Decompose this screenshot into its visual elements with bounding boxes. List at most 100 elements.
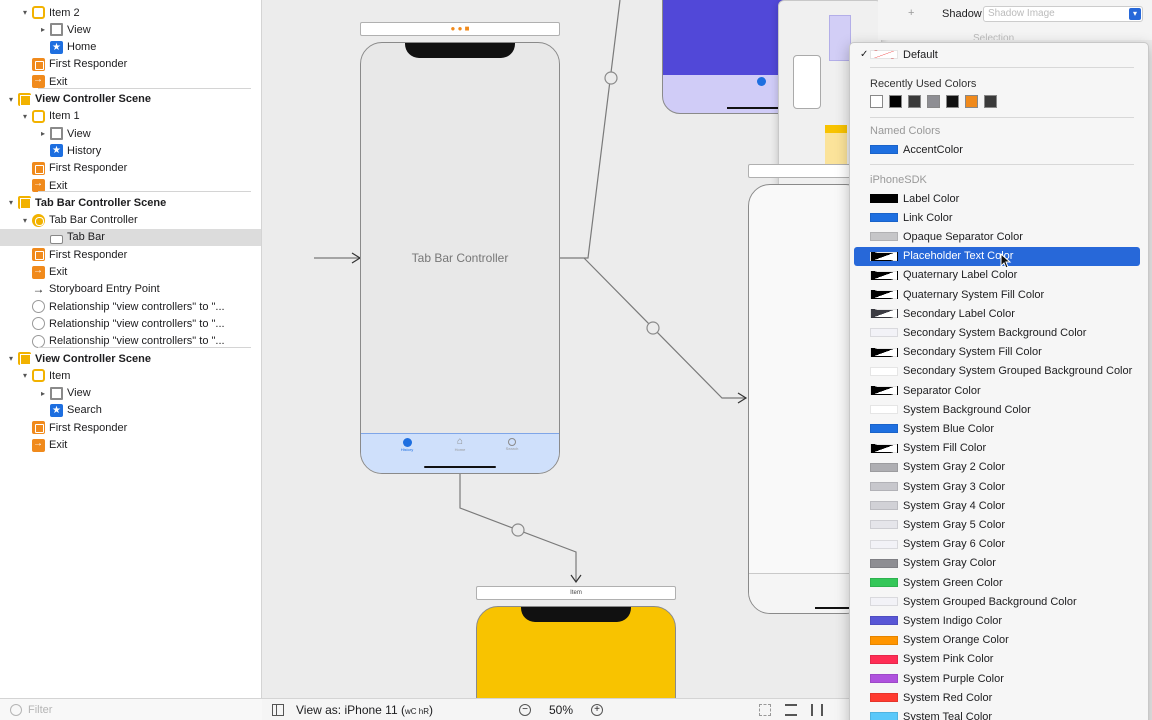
menu-item-sdk-color[interactable]: Placeholder Text Color <box>854 246 1140 266</box>
menu-item-sdk-color[interactable]: System Gray 6 Color <box>854 535 1140 554</box>
tab-home[interactable]: ⌂ Home <box>450 437 470 453</box>
color-picker-menu[interactable]: ✓ Default Recently Used Colors Named Col… <box>849 42 1149 720</box>
zoom-out-icon[interactable]: − <box>518 703 531 716</box>
outline-row[interactable]: ▾Item <box>0 367 261 384</box>
outline-row[interactable]: First Responder <box>0 246 261 263</box>
menu-item-sdk-color[interactable]: System Blue Color <box>854 419 1140 438</box>
recent-color-swatch[interactable] <box>946 95 959 108</box>
menu-item-sdk-color[interactable]: System Purple Color <box>854 669 1140 688</box>
outline-row[interactable]: ▾Item 1 <box>0 108 261 125</box>
menu-item-sdk-color[interactable]: Label Color <box>854 189 1140 208</box>
menu-item-sdk-color[interactable]: System Fill Color <box>854 439 1140 458</box>
item-scene-title-bar[interactable]: Item <box>476 586 676 600</box>
outline-row[interactable]: ★Home <box>0 39 261 56</box>
outline-row[interactable]: First Responder <box>0 56 261 73</box>
menu-item-sdk-color[interactable]: System Pink Color <box>854 650 1140 669</box>
disclosure-right-icon[interactable]: ▸ <box>40 129 45 139</box>
outline-row[interactable]: ▸View <box>0 385 261 402</box>
outline-row[interactable]: Exit <box>0 264 261 281</box>
disclosure-down-icon[interactable]: ▾ <box>22 371 27 381</box>
tab-bar[interactable]: History ⌂ Home Search <box>361 433 559 473</box>
menu-item-sdk-color[interactable]: Secondary System Grouped Background Colo… <box>854 362 1140 381</box>
toggle-outline-icon[interactable] <box>272 703 284 716</box>
outline-row[interactable]: ★History <box>0 142 261 159</box>
outline-row[interactable]: ▸View <box>0 21 261 38</box>
menu-item-sdk-color[interactable]: System Green Color <box>854 573 1140 592</box>
search-scene-phone[interactable] <box>748 184 868 614</box>
menu-item-sdk-color[interactable]: System Red Color <box>854 688 1140 707</box>
view-as-button[interactable]: View as: iPhone 11 (wC hR) <box>296 703 433 717</box>
disclosure-right-icon[interactable]: ▸ <box>40 25 45 35</box>
menu-item-sdk-color[interactable]: Quaternary System Fill Color <box>854 285 1140 304</box>
segue-icon[interactable] <box>604 71 618 85</box>
outline-row[interactable]: Exit <box>0 73 261 90</box>
menu-item-sdk-color[interactable]: Separator Color <box>854 381 1140 400</box>
outline-row[interactable]: ▾Tab Bar Controller Scene <box>0 194 261 211</box>
menu-item-sdk-color[interactable]: System Gray 4 Color <box>854 496 1140 515</box>
disclosure-down-icon[interactable]: ▾ <box>22 111 27 121</box>
outline-row[interactable]: Relationship "view controllers" to "... <box>0 298 261 315</box>
disclosure-down-icon[interactable]: ▾ <box>8 198 13 208</box>
outline-row[interactable]: ▾View Controller Scene <box>0 91 261 108</box>
menu-item-sdk-color[interactable]: System Gray 2 Color <box>854 458 1140 477</box>
outline-row[interactable]: Exit <box>0 437 261 454</box>
disclosure-down-icon[interactable]: ▾ <box>8 354 13 363</box>
shadow-image-field[interactable]: Shadow Image ▾ <box>983 6 1143 22</box>
segue-icon[interactable] <box>511 523 525 537</box>
menu-item-default[interactable]: ✓ Default <box>854 45 1140 64</box>
menu-item-sdk-color[interactable]: Quaternary Label Color <box>854 266 1140 285</box>
disclosure-down-icon[interactable]: ▾ <box>22 8 27 17</box>
tab-history[interactable]: History <box>397 438 417 452</box>
outline-row[interactable]: Relationship "view controllers" to "... <box>0 315 261 332</box>
filter-input[interactable]: Filter <box>28 703 53 716</box>
menu-item-sdk-color[interactable]: System Gray 5 Color <box>854 515 1140 534</box>
menu-item-sdk-color[interactable]: System Gray 3 Color <box>854 477 1140 496</box>
outline-row[interactable]: ▾Item 2 <box>0 4 261 21</box>
outline-row[interactable]: First Responder <box>0 419 261 436</box>
outline-row[interactable]: ★Search <box>0 402 261 419</box>
outline-row[interactable]: ▸View <box>0 125 261 142</box>
menu-item-sdk-color[interactable]: System Grouped Background Color <box>854 592 1140 611</box>
tab-bar-controller-title-bar[interactable]: ● ● ■ <box>360 22 560 36</box>
outline-row[interactable]: ▾View Controller Scene <box>0 350 261 367</box>
scene-dock-icons[interactable]: ● ● ■ <box>450 24 470 33</box>
menu-item-sdk-color[interactable]: Secondary System Fill Color <box>854 343 1140 362</box>
menu-item-sdk-color[interactable]: System Gray Color <box>854 554 1140 573</box>
tab-bar-controller-phone[interactable]: Tab Bar Controller History ⌂ Home Search <box>360 42 560 474</box>
recent-color-swatch[interactable] <box>927 95 940 108</box>
filter-bar[interactable]: Filter <box>0 698 262 720</box>
outline-row[interactable]: ▾Tab Bar Controller <box>0 212 261 229</box>
menu-item-sdk-color[interactable]: System Background Color <box>854 400 1140 419</box>
menu-item-sdk-color[interactable]: Secondary Label Color <box>854 304 1140 323</box>
recent-color-swatch[interactable] <box>908 95 921 108</box>
add-variation-icon[interactable]: + <box>908 7 915 19</box>
menu-item-sdk-color[interactable]: System Orange Color <box>854 631 1140 650</box>
recent-color-swatch[interactable] <box>889 95 902 108</box>
menu-item-named-color[interactable]: AccentColor <box>854 140 1140 159</box>
segue-icon[interactable] <box>646 321 660 335</box>
outline-row[interactable]: →Storyboard Entry Point <box>0 281 261 298</box>
menu-item-sdk-color[interactable]: Opaque Separator Color <box>854 227 1140 246</box>
chevron-down-icon[interactable]: ▾ <box>1129 8 1141 20</box>
item-scene-phone[interactable] <box>476 606 676 698</box>
outline-row[interactable]: Tab Bar <box>0 228 261 246</box>
disclosure-down-icon[interactable]: ▾ <box>22 215 27 225</box>
zoom-level[interactable]: 50% <box>548 702 574 717</box>
recent-color-swatch[interactable] <box>984 95 997 108</box>
outline-row[interactable]: First Responder <box>0 160 261 177</box>
menu-item-sdk-color[interactable]: Secondary System Background Color <box>854 323 1140 342</box>
outline-row[interactable]: Exit <box>0 177 261 194</box>
tab-search[interactable]: Search <box>502 437 522 451</box>
add-constraints-icon[interactable] <box>811 703 824 716</box>
zoom-in-icon[interactable]: + <box>591 703 604 716</box>
menu-item-sdk-color[interactable]: System Teal Color <box>854 707 1140 720</box>
menu-item-sdk-color[interactable]: Link Color <box>854 208 1140 227</box>
disclosure-down-icon[interactable]: ▾ <box>8 94 13 104</box>
menu-item-sdk-color[interactable]: System Indigo Color <box>854 611 1140 630</box>
update-frames-icon[interactable] <box>759 703 772 716</box>
disclosure-right-icon[interactable]: ▸ <box>40 388 45 398</box>
search-scene-title-bar[interactable] <box>748 164 858 178</box>
align-icon[interactable] <box>785 703 798 716</box>
recent-color-swatch[interactable] <box>870 95 883 108</box>
recent-color-swatch[interactable] <box>965 95 978 108</box>
